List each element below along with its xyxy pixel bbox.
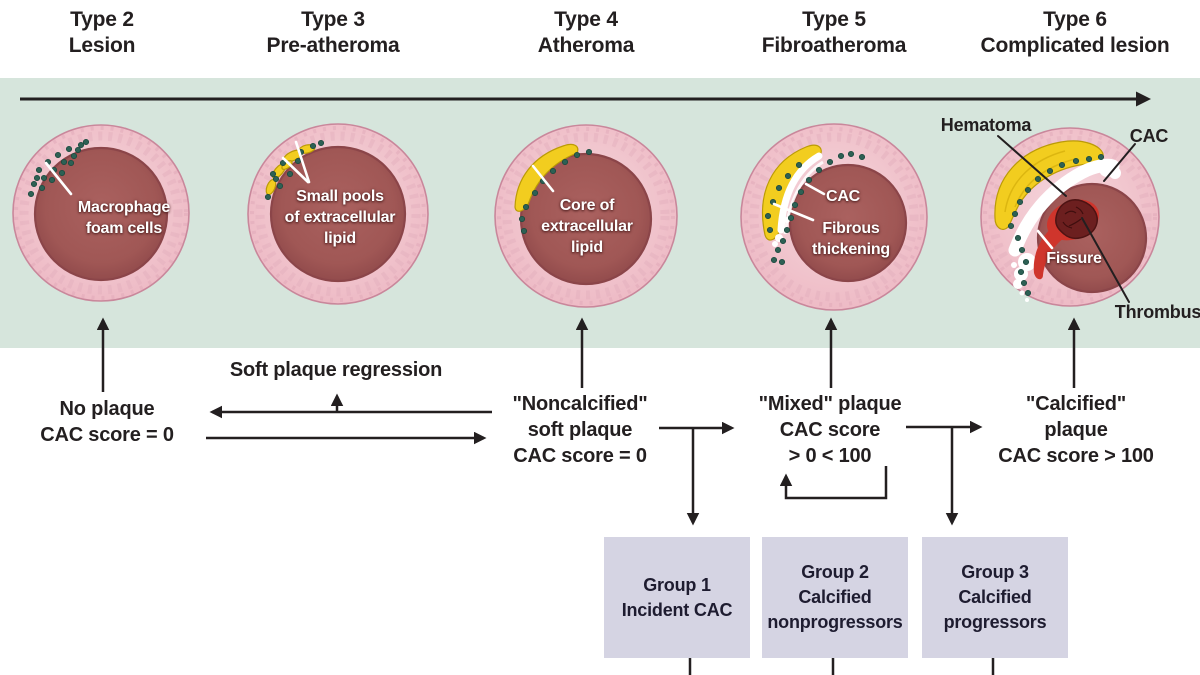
pointer-lines-type6 [997,135,1136,303]
pointer-line-lipid-core [531,164,555,193]
foam-cell-dots [518,148,593,235]
flow-mixed-plaque: "Mixed" plaque CAC score > 0 < 100 [758,393,902,467]
foam-cell-dots [764,150,866,266]
artery-type6-complicated [980,127,1160,307]
label-cac-type6: CAC [1129,126,1169,146]
pointer-lines-type5 [772,182,826,222]
pointer-line-macrophage [44,161,73,196]
stage-header-type6: Type 6 Complicated lesion [981,7,1170,59]
flow-soft-plaque-regression: Soft plaque regression [229,359,443,381]
artery-type4-atheroma [494,124,678,308]
stage-subtitle: Complicated lesion [980,34,1170,57]
arrow-mixed-self-loop [779,466,888,500]
artery-type5-fibroatheroma [740,123,928,311]
label-lipid-core: Core of extracellular lipid [541,197,633,256]
stage-header-type2: Type 2 Lesion [68,7,136,59]
group2-box: Group 2 Calcified nonprogressors [762,537,908,658]
stage-title: Type 3 [301,8,365,31]
stage-title: Type 2 [70,8,134,31]
label-cac-type5: CAC [825,188,861,205]
foam-cell-dots [27,138,90,198]
flow-no-plaque: No plaque CAC score = 0 [40,398,174,446]
flow-noncalcified: "Noncalcified" soft plaque CAC score = 0 [512,393,648,467]
stage-header-type3: Type 3 Pre-atheroma [267,7,400,59]
label-fibrous-thickening: Fibrous thickening [811,220,891,258]
stage-header-type5: Type 5 Fibroatheroma [761,7,907,59]
artery-type2-lesion [12,124,190,302]
stage-subtitle: Pre-atheroma [266,34,400,57]
flow-calcified-plaque: "Calcified" plaque CAC score > 100 [998,393,1154,467]
stage-subtitle: Lesion [68,34,136,57]
group3-box: Group 3 Calcified progressors [922,537,1068,658]
stage-title: Type 6 [1043,8,1107,31]
pointer-lines-small-pools [281,140,311,184]
stage-title: Type 4 [554,8,618,31]
stage-header-type4: Type 4 Atheroma [537,7,635,59]
stage-subtitle: Atheroma [537,34,635,57]
calcification-streak [772,152,824,247]
label-thrombus: Thrombus [1114,302,1200,322]
stage-subtitle: Fibroatheroma [761,34,907,57]
label-hematoma: Hematoma [940,115,1032,135]
stage-title: Type 5 [802,8,866,31]
foam-cell-dots [1007,153,1105,297]
group1-box: Group 1 Incident CAC [604,537,750,658]
label-small-pools: Small pools of extracellular lipid [284,188,396,247]
label-fissure: Fissure [1046,250,1102,267]
label-macrophage-foam-cells: Macrophage foam cells [77,199,171,237]
